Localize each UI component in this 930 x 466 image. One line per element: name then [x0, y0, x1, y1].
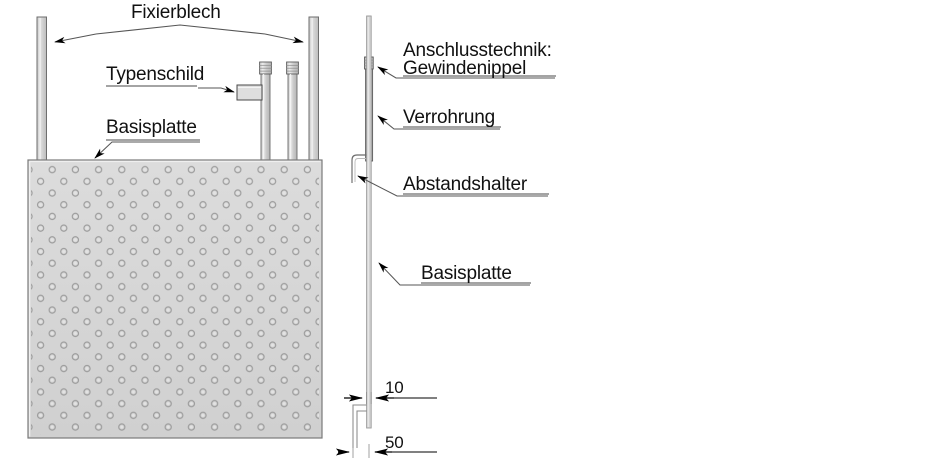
spacer-bracket — [351, 154, 371, 183]
label-gewindenippel-line2: Gewindenippel — [403, 58, 527, 79]
dimension-label-10: 10 — [385, 378, 404, 397]
pipe-left — [259, 61, 272, 166]
label-abstandshalter: Abstandshalter — [403, 174, 527, 195]
label-typenschild: Typenschild — [106, 64, 205, 85]
side-view — [351, 15, 374, 448]
leader-fixierblech-right — [264, 33, 304, 44]
label-anschlusstechnik-line1: Anschlusstechnik: — [403, 40, 552, 61]
dimension-50 — [335, 444, 437, 458]
leader-fixierblech-left — [54, 33, 97, 44]
dimension-label-50: 50 — [385, 433, 404, 452]
leader-basisplatte-front — [94, 141, 200, 159]
fixing-bar-left — [36, 16, 47, 166]
pipe-right — [286, 61, 299, 166]
front-view — [27, 16, 323, 439]
leader-abstandshalter — [357, 175, 548, 197]
side-base-plate — [366, 15, 372, 429]
nameplate-tag — [236, 84, 263, 101]
label-basisplatte-front: Basisplatte — [106, 117, 197, 138]
perforated-base-plate — [27, 159, 323, 439]
dimension-lines — [335, 392, 437, 458]
front-view-leaders — [54, 24, 304, 159]
leader-anschlusstechnik — [377, 66, 555, 79]
leader-fixierblech-span — [95, 24, 266, 35]
dimension-10 — [344, 392, 437, 404]
spacer-depth-profile — [352, 404, 367, 448]
leader-typenschild — [198, 85, 235, 93]
leader-basisplatte-side — [378, 262, 530, 286]
label-underlines — [106, 75, 556, 284]
label-fixierblech: Fixierblech — [131, 2, 221, 23]
side-view-leaders — [357, 66, 555, 286]
fixing-bar-right — [308, 16, 319, 166]
leader-verrohrung — [377, 115, 500, 130]
label-verrohrung: Verrohrung — [403, 107, 496, 128]
label-basisplatte-side: Basisplatte — [421, 263, 512, 284]
